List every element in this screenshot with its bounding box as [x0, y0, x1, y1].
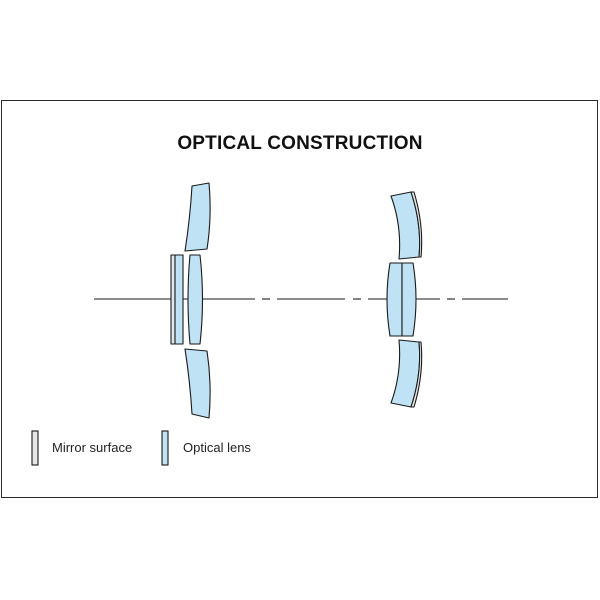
legend	[31, 430, 169, 466]
mirror-right-lower	[410, 341, 423, 408]
mirror-right-upper	[410, 191, 423, 258]
right-lens-group	[386, 191, 423, 408]
lens-left-plate	[174, 254, 184, 345]
lens-right-center-back	[401, 262, 417, 337]
lens-left-lower	[184, 348, 211, 419]
mirror-left-plate	[170, 254, 176, 345]
legend-lens-swatch	[161, 430, 169, 466]
legend-lens-label: Optical lens	[183, 440, 251, 455]
left-lens-group	[170, 182, 211, 419]
legend-mirror-label: Mirror surface	[52, 440, 133, 455]
lens-left-center	[187, 254, 204, 345]
lens-left-upper	[184, 182, 211, 252]
lens-right-center-front	[386, 262, 403, 337]
legend-mirror-swatch	[31, 430, 39, 466]
diagram-title: OPTICAL CONSTRUCTION	[177, 133, 423, 154]
